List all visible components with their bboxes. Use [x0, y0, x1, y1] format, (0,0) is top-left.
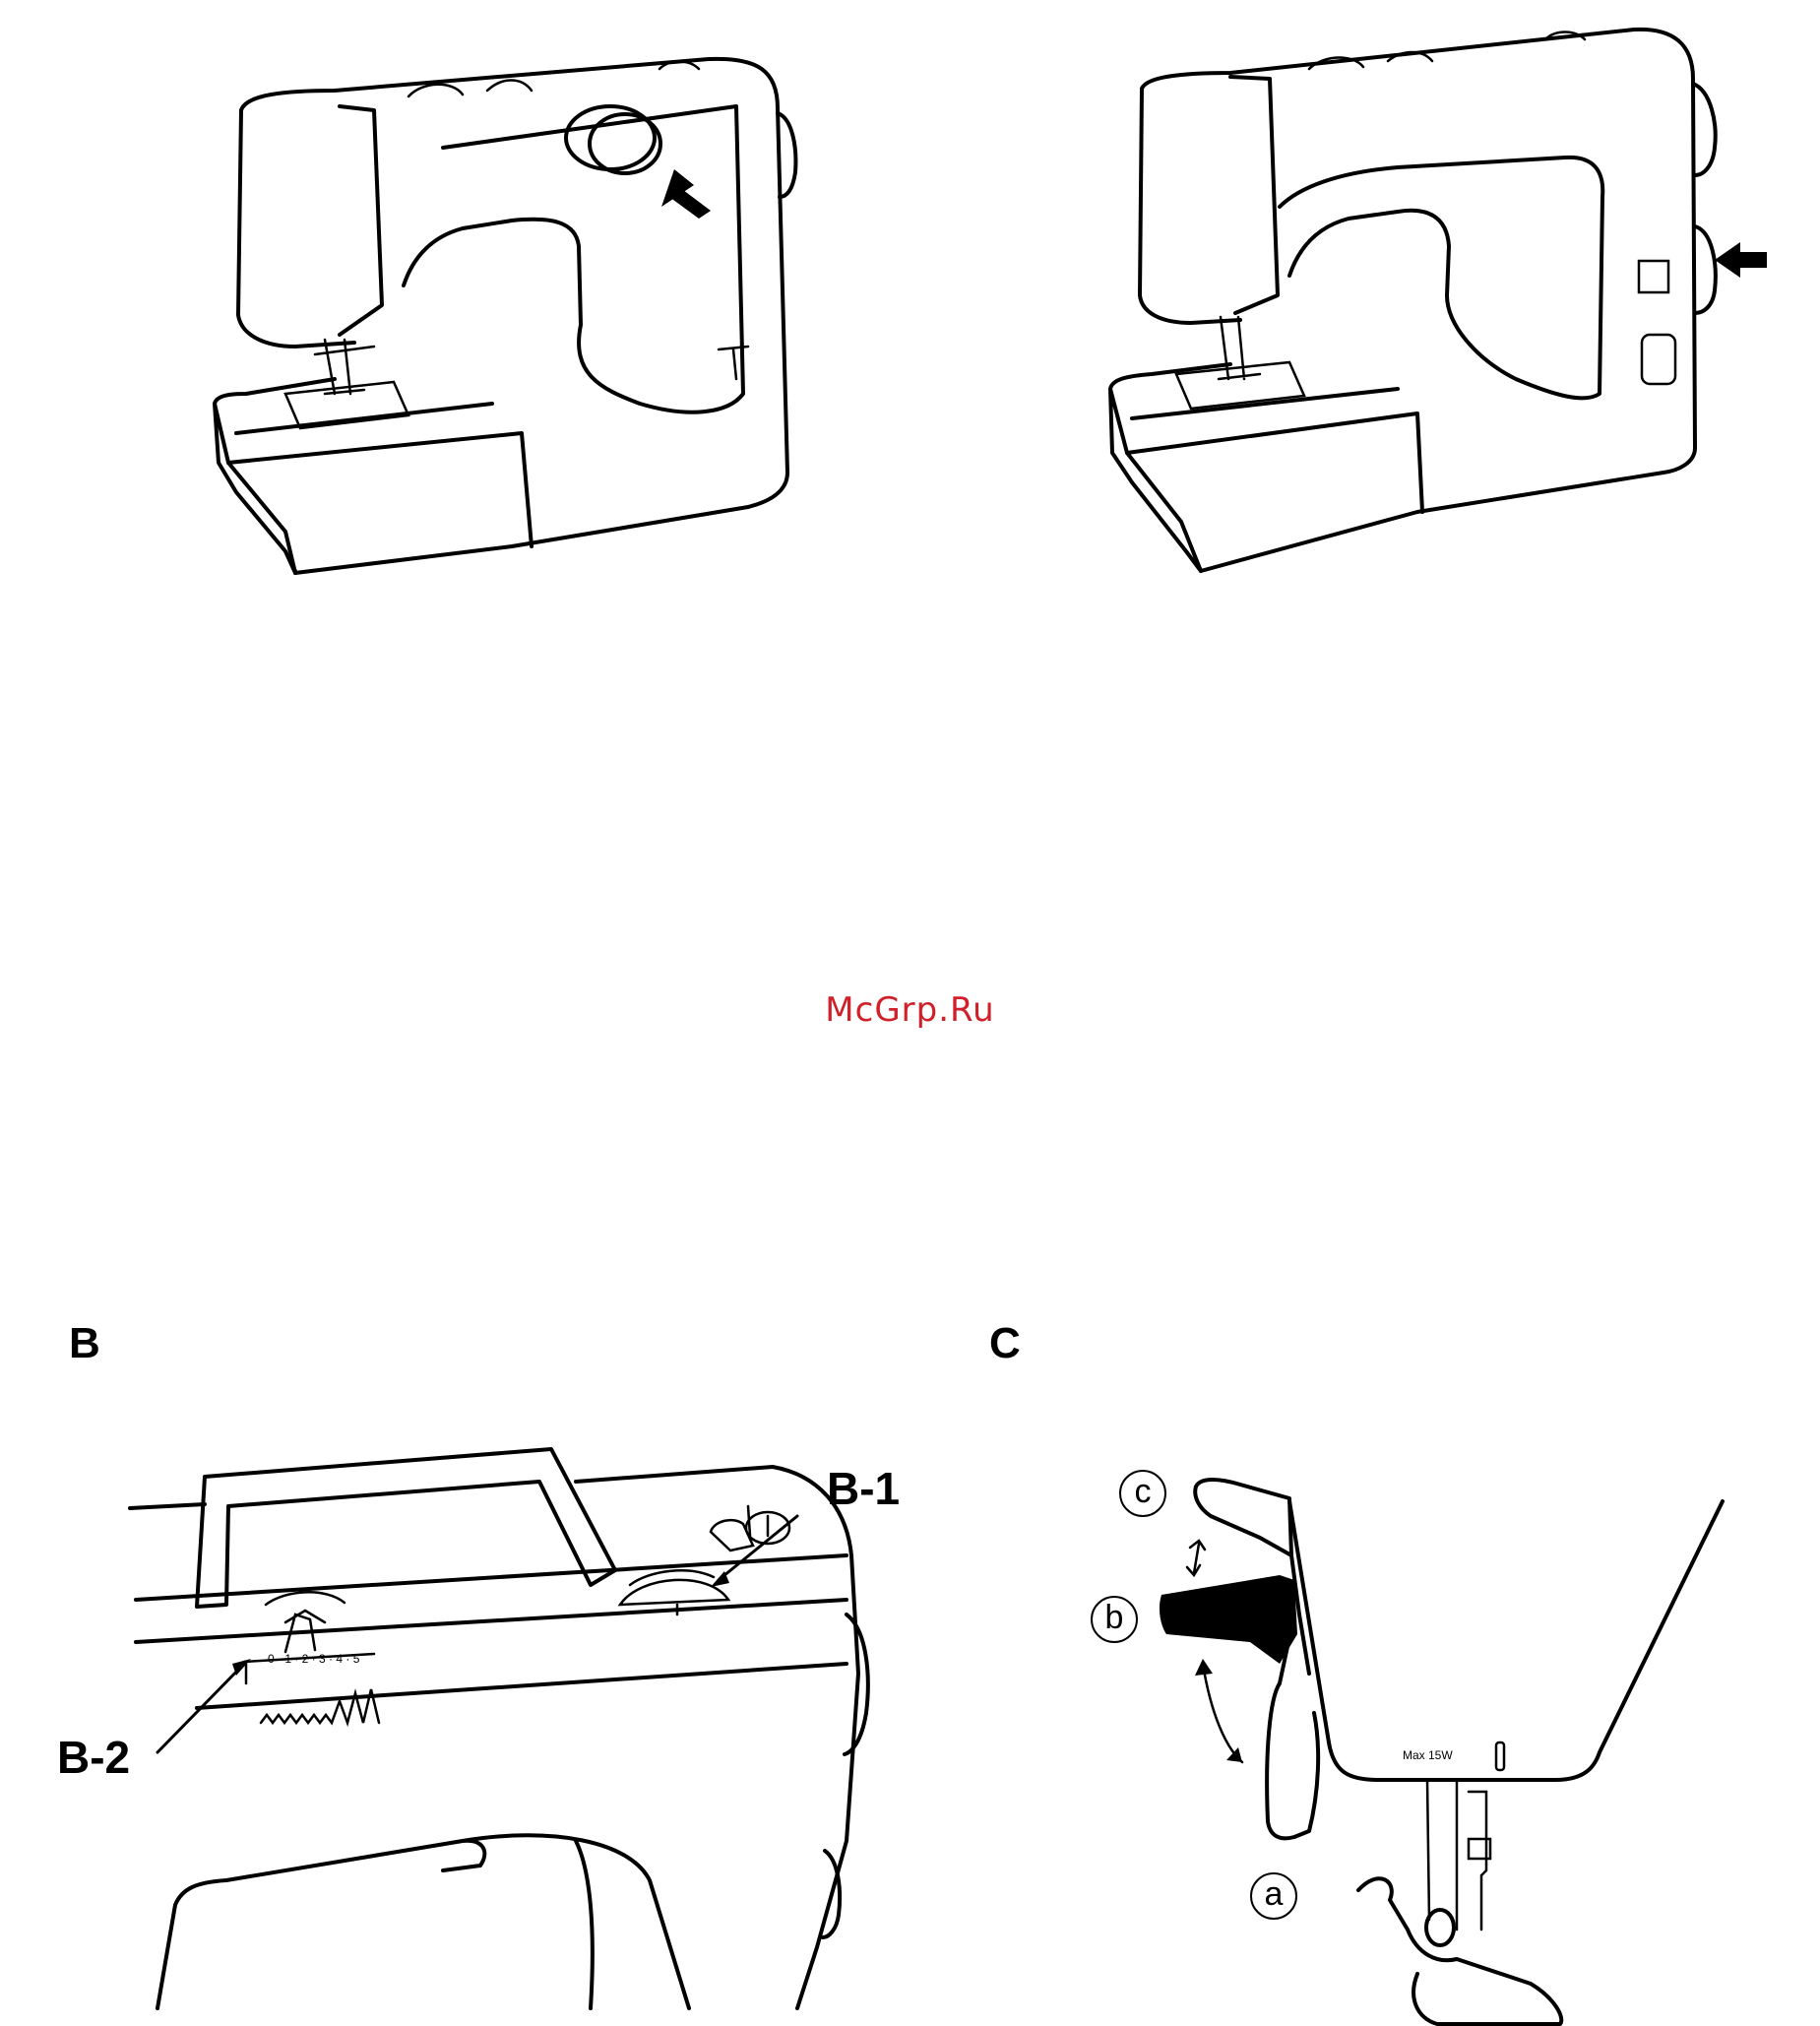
arrow-icon: [1226, 1747, 1242, 1762]
head-outline: [1187, 1480, 1723, 2024]
part-label-b: b: [1091, 1596, 1138, 1643]
part-label-c: c: [1119, 1470, 1166, 1517]
part-label-a: a: [1250, 1872, 1297, 1920]
arrow-icon: [1195, 1659, 1213, 1676]
lever-b-shape: [1160, 1575, 1297, 1664]
bulb-label: Max 15W: [1403, 1748, 1453, 1762]
